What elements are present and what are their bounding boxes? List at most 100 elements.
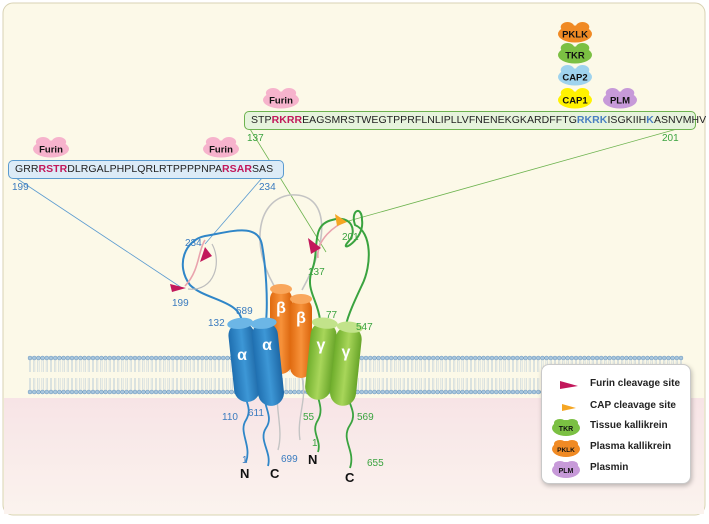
tag-furin-alpha-1: Furin: [33, 137, 69, 158]
lipid-tail: [533, 378, 535, 390]
lipid-head: [73, 389, 79, 395]
lipid-head: [212, 355, 218, 361]
lipid-tail: [79, 378, 82, 390]
lipid-head: [565, 355, 570, 361]
lipid-head: [27, 389, 33, 395]
lipid-tail: [117, 360, 120, 372]
lipid-tail: [33, 360, 36, 372]
lipid-head: [674, 355, 680, 361]
tag-furin-alpha-2: Furin: [203, 137, 239, 158]
furin-cleavage-marker-234: [200, 247, 212, 262]
background-panel: [2, 2, 706, 516]
lipid-tail: [201, 360, 204, 372]
lipid-head: [527, 355, 533, 361]
lipid-tail: [58, 378, 61, 390]
lipid-tail: [205, 378, 208, 390]
lipid-tail: [428, 360, 430, 372]
lipid-head: [397, 389, 402, 395]
lipid-head: [569, 355, 575, 361]
tag-label-furin-alpha-2: Furin: [209, 145, 233, 156]
lipid-head: [212, 389, 218, 395]
lipid-head: [183, 355, 188, 361]
lipid-tail: [537, 378, 540, 390]
lipid-head: [493, 389, 499, 395]
lipid-tail: [201, 378, 204, 390]
lipid-head: [90, 355, 96, 361]
alpha-label-1: α: [237, 347, 247, 364]
lipid-head: [229, 389, 234, 395]
lipid-head: [178, 389, 184, 395]
lipid-tail: [474, 360, 477, 372]
lipid-head: [296, 389, 302, 395]
lipid-head: [199, 355, 205, 361]
legend-plm-label: Plasmin: [590, 462, 629, 473]
lipid-head: [548, 355, 554, 361]
lipid-tail: [163, 360, 166, 372]
lipid-head: [191, 389, 197, 395]
lipid-tail: [83, 360, 86, 372]
lipid-tail: [62, 360, 65, 372]
lipid-tail: [365, 360, 367, 372]
lipid-tail: [45, 360, 48, 372]
lipid-tail: [50, 360, 52, 372]
lipid-head: [607, 355, 612, 361]
lipid-head: [69, 355, 75, 361]
legend-tkr-row: TKR Tissue kallikrein: [542, 417, 690, 437]
lipid-tail: [293, 378, 296, 390]
residue-a611: 611: [248, 408, 264, 419]
legend-tkr-label: Tissue kallikrein: [590, 420, 668, 431]
pklk-legend-symbol: PKLK: [552, 440, 580, 457]
residue-g137: 137: [308, 267, 325, 278]
lipid-head: [61, 355, 66, 361]
lipid-tail: [369, 360, 372, 372]
lipid-tail: [83, 378, 86, 390]
lipid-head: [535, 355, 541, 361]
lipid-tail: [50, 378, 52, 390]
lipid-head: [514, 389, 520, 395]
lipid-tail: [104, 360, 107, 372]
lipid-tail: [516, 360, 519, 372]
lipid-tail: [41, 378, 44, 390]
lipid-head: [372, 355, 377, 361]
lipid-head: [582, 355, 587, 361]
lipid-tail: [66, 378, 69, 390]
lipid-head: [225, 389, 230, 395]
lipid-head: [628, 355, 633, 361]
lipid-tail: [297, 378, 300, 390]
alpha-box-end: 234: [259, 182, 276, 193]
lipid-head: [166, 355, 171, 361]
alpha-inhibitory-tract: [184, 239, 206, 287]
lipid-head: [401, 389, 407, 395]
lipid-tail: [453, 360, 456, 372]
tag-label-pklk: PKLK: [562, 30, 588, 41]
lipid-head: [359, 389, 365, 395]
lipid-head: [632, 355, 638, 361]
lipid-head: [195, 389, 201, 395]
tag-label-furin-gamma: Furin: [269, 96, 293, 107]
legend-cap-label: CAP cleavage site: [590, 400, 676, 411]
gamma-box-end: 201: [662, 133, 679, 144]
beta-label-2: β: [296, 310, 306, 327]
lipid-tail: [499, 360, 502, 372]
residue-g655: 655: [367, 458, 384, 469]
legend-tkr-tag: TKR: [559, 426, 573, 433]
furin-site-symbol: [560, 381, 578, 389]
lipid-tail: [503, 360, 506, 372]
lipid-head: [187, 389, 192, 395]
lipid-tail: [491, 360, 493, 372]
lipid-head: [128, 389, 134, 395]
lipid-tail: [100, 360, 103, 372]
beta-helix-2: [290, 294, 312, 378]
alpha-n-terminus: N: [240, 466, 249, 481]
lipid-head: [502, 355, 507, 361]
lipid-head: [523, 355, 528, 361]
lipid-head: [414, 355, 419, 361]
lipid-head: [624, 355, 629, 361]
lipid-tail: [470, 360, 472, 372]
gamma-label-2: γ: [342, 344, 351, 361]
residue-g77: 77: [326, 310, 338, 321]
lipid-tail: [184, 378, 187, 390]
lipid-tail: [213, 360, 216, 372]
lipid-head: [162, 355, 167, 361]
